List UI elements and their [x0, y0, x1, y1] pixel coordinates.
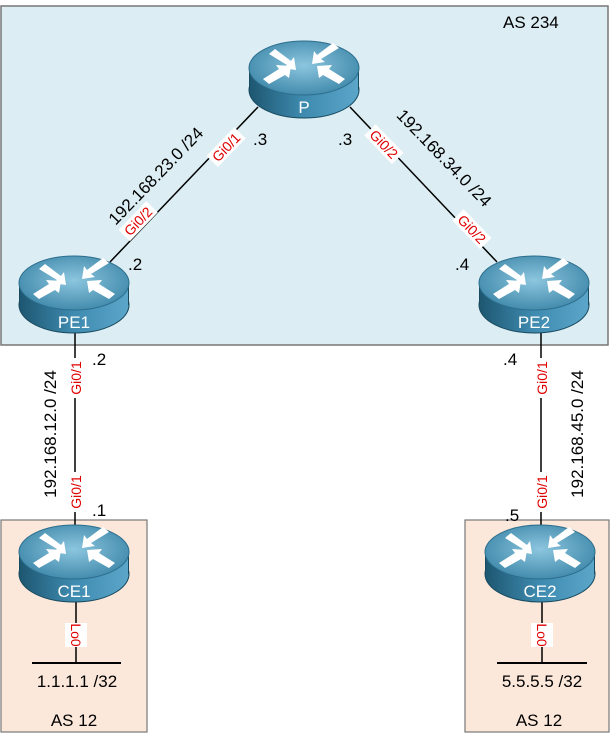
router-pe1-label: PE1	[58, 313, 90, 332]
loopback-prefix-ce2: 5.5.5.5 /32	[502, 672, 582, 691]
host-p-right: .3	[338, 130, 352, 149]
interface-ce1-gi0-1: Gi0/1	[68, 475, 84, 509]
as-12-left-label: AS 12	[51, 711, 97, 730]
router-pe2-label: PE2	[518, 313, 550, 332]
router-p[interactable]: P	[248, 40, 360, 119]
interface-pe1-gi0-1: Gi0/1	[68, 361, 84, 395]
host-pe1-top: .2	[128, 255, 142, 274]
router-pe2[interactable]: PE2	[478, 255, 590, 334]
subnet-pe1-ce1: 192.168.12.0 /24	[41, 370, 60, 498]
router-ce1-label: CE1	[57, 582, 90, 601]
router-ce1[interactable]: CE1	[18, 524, 130, 603]
host-pe2-bottom: .4	[503, 350, 517, 369]
host-pe2-top: .4	[455, 255, 469, 274]
router-pe1[interactable]: PE1	[18, 255, 130, 334]
router-ce2[interactable]: CE2	[484, 524, 596, 603]
host-p-left: .3	[253, 130, 267, 149]
host-pe1-bottom: .2	[92, 350, 106, 369]
subnet-pe2-ce2: 192.168.45.0 /24	[568, 370, 587, 498]
as-12-right-label: AS 12	[516, 711, 562, 730]
interface-pe2-gi0-1: Gi0/1	[534, 361, 550, 395]
host-ce1: .1	[92, 501, 106, 520]
router-p-label: P	[298, 98, 309, 117]
as-234-label: AS 234	[503, 13, 559, 32]
interface-ce2-lo0: Lo0	[534, 623, 550, 647]
router-ce2-label: CE2	[523, 582, 556, 601]
interface-ce1-lo0: Lo0	[68, 623, 84, 647]
interface-ce2-gi0-1: Gi0/1	[534, 475, 550, 509]
loopback-prefix-ce1: 1.1.1.1 /32	[37, 672, 117, 691]
host-ce2: .5	[505, 506, 519, 525]
